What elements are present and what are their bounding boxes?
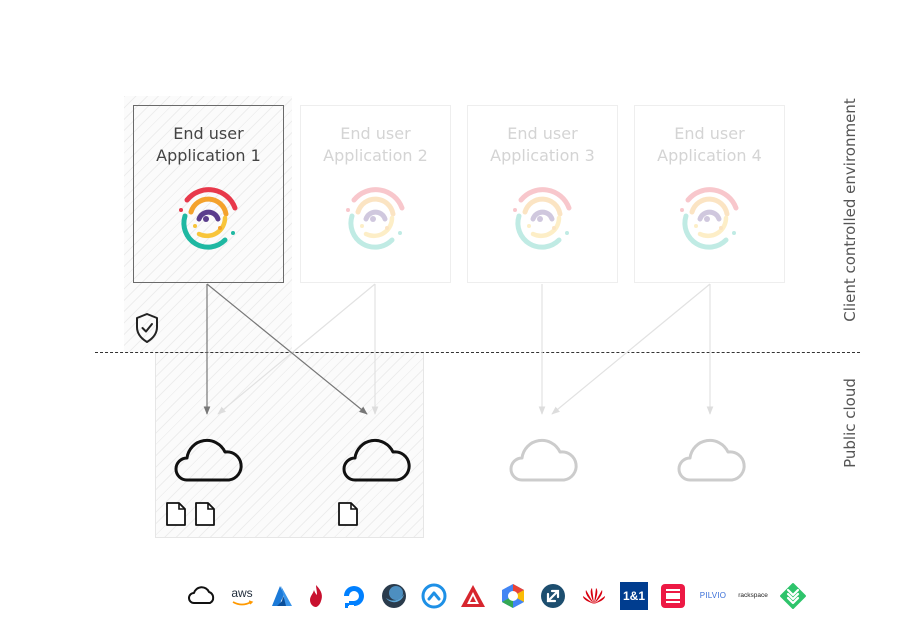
aws-logo-text: aws: [231, 586, 253, 600]
app-logo-icon: [346, 187, 405, 250]
cloud-icon: [342, 438, 411, 482]
app-box-1[interactable]: End user Application 1: [133, 105, 284, 283]
app-logo-icon: [179, 187, 238, 250]
shield-check-icon: [136, 313, 158, 343]
connector-app2-cloud1: [217, 283, 376, 415]
environment-divider: [95, 352, 860, 353]
connector-app4-cloud3: [551, 283, 711, 415]
app-2-title-line2: Application 2: [323, 146, 428, 165]
aws-icon: aws: [228, 582, 256, 610]
triangle-logo-icon: [461, 585, 485, 607]
rackspace-logo-text: rackspace: [738, 592, 768, 599]
app-3-title-line2: Application 3: [490, 146, 595, 165]
plivo-logo-text: PILVIO: [699, 591, 727, 600]
huawei-icon: [583, 588, 605, 604]
ionos-icon: 1&1: [620, 582, 648, 610]
app-logo-icon: [513, 187, 572, 250]
app-3-title-line1: End user: [507, 124, 578, 143]
app-box-3[interactable]: End user Application 3: [467, 105, 618, 283]
app-2-title-line1: End user: [340, 124, 411, 143]
cloud-outline-icon: [188, 586, 215, 604]
oracle-flame-icon: [310, 585, 322, 607]
blue-circle-logo-icon: [541, 584, 565, 608]
app-1-title-line1: End user: [173, 124, 244, 143]
document-icon: [338, 502, 358, 526]
arrow-circle-icon: [421, 583, 447, 609]
app-1-title-line2: Application 1: [156, 146, 261, 165]
cloud-icon: [174, 438, 243, 482]
document-icon: [166, 502, 186, 526]
app-4-title-line1: End user: [674, 124, 745, 143]
ionos-logo-text: 1&1: [622, 589, 645, 603]
document-icon: [195, 502, 215, 526]
connector-app1-cloud2: [206, 283, 368, 415]
plivo-icon: PILVIO: [696, 582, 730, 610]
google-cloud-icon: [502, 584, 524, 608]
azure-icon: [272, 586, 292, 606]
app-box-4[interactable]: End user Application 4: [634, 105, 785, 283]
rackspace-icon: rackspace: [737, 582, 769, 610]
client-secure-zone: [124, 96, 292, 352]
digitalocean-icon: [344, 586, 364, 608]
app-box-2[interactable]: End user Application 2: [300, 105, 451, 283]
linode-icon: [382, 584, 406, 608]
openstack-icon: [661, 584, 685, 608]
app-logo-icon: [680, 187, 739, 250]
green-diamond-logo-icon: [780, 583, 806, 609]
cloud-icon: [677, 438, 746, 482]
app-4-title-line2: Application 4: [657, 146, 762, 165]
cloud-icon: [509, 438, 578, 482]
